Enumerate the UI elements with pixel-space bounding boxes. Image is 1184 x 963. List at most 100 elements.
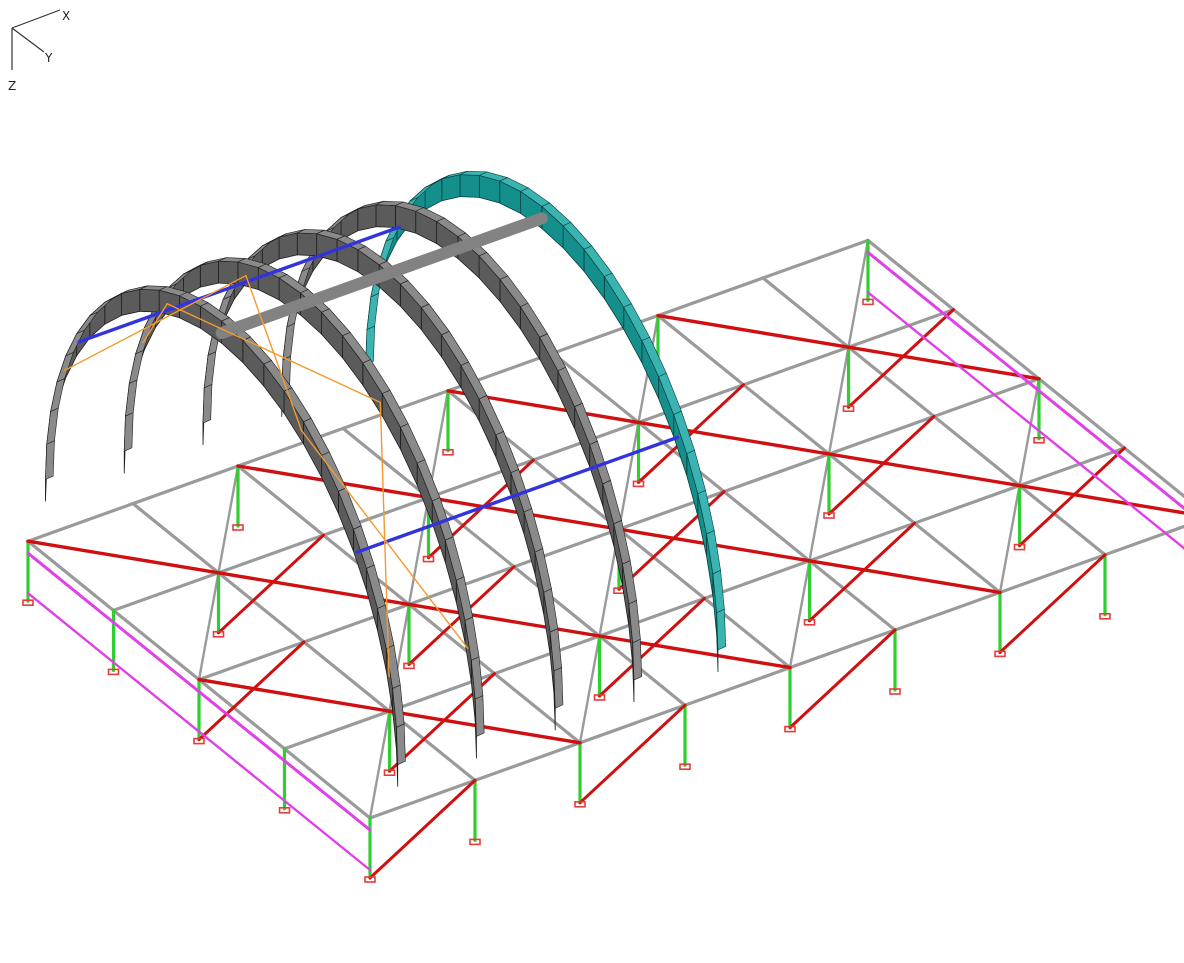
- support-pad-icon: [803, 618, 816, 626]
- truss-diagonal: [387, 709, 582, 745]
- vertical-posts: [26, 238, 1107, 880]
- support-pad-icon: [422, 555, 435, 563]
- grid-diagonal: [827, 346, 850, 456]
- roof-bracing: [63, 212, 680, 678]
- blue-tie: [234, 255, 318, 288]
- arch-face: [553, 666, 564, 709]
- longitudinal-beam: [451, 212, 548, 255]
- support-pad-icon: [823, 512, 835, 519]
- support-pad-icon: [784, 725, 796, 733]
- arch-face: [632, 638, 642, 681]
- edge-beam-back-low: [866, 291, 1184, 550]
- support-pad-icon: [22, 599, 34, 607]
- support-pad-icon: [383, 769, 396, 777]
- truss-diagonal: [1017, 483, 1184, 515]
- truss-diagonal: [827, 452, 1022, 488]
- y-axis-label: Y: [44, 51, 53, 65]
- x-axis-line: [11, 9, 61, 29]
- support-pad-icon: [679, 763, 691, 771]
- truss-brace: [998, 553, 1107, 654]
- truss-brace: [578, 703, 687, 805]
- y-axis-line: [11, 27, 45, 53]
- arch-face: [123, 412, 134, 452]
- support-pad-icon: [994, 650, 1006, 658]
- support-pad-icon: [1033, 436, 1045, 444]
- blue-tie: [513, 465, 596, 498]
- support-pad-icon: [107, 668, 120, 676]
- longitudinal-beam: [294, 270, 386, 311]
- blue-tie: [77, 311, 160, 344]
- arch-segment: [139, 288, 160, 313]
- bracing-cable: [166, 303, 382, 404]
- grid-diagonal: [788, 559, 811, 669]
- longitudinal-beam: [373, 242, 464, 283]
- arch-segment: [121, 288, 141, 316]
- highlighted-arch-segment: [441, 174, 461, 202]
- truss-brace: [197, 640, 306, 742]
- blue-tie: [313, 225, 402, 259]
- arch-face: [474, 695, 485, 737]
- grid-diagonal: [368, 710, 391, 820]
- arch-segment: [218, 260, 239, 285]
- truss-diagonal: [846, 345, 1041, 381]
- support-pad-icon: [862, 298, 874, 306]
- support-pad-icon: [1013, 543, 1026, 551]
- support-pad-icon: [574, 800, 586, 808]
- truss-brace: [368, 778, 477, 880]
- arch-segment: [375, 204, 396, 228]
- grid-diagonal: [217, 464, 240, 574]
- truss-brace: [808, 521, 916, 623]
- truss-brace: [217, 533, 325, 635]
- truss-brace: [637, 383, 745, 484]
- support-pad-icon: [403, 662, 415, 670]
- highlighted-arch-face: [365, 325, 376, 366]
- truss-diagonal: [26, 539, 221, 575]
- grid-diagonal: [1018, 377, 1041, 487]
- truss-diagonal: [197, 677, 392, 713]
- support-pad-icon: [232, 524, 244, 531]
- truss-diagonal: [656, 313, 851, 349]
- arch-face: [45, 440, 55, 481]
- arch-segment: [357, 204, 377, 232]
- edge-beam-front: [26, 551, 372, 832]
- truss-brace: [827, 414, 936, 516]
- edge-beam-front-low: [26, 592, 372, 872]
- support-pad-icon: [593, 694, 606, 701]
- arch-segment: [199, 260, 219, 288]
- truss-brace: [847, 308, 955, 409]
- highlighted-arch-face: [716, 608, 726, 651]
- support-pad-icon: [632, 480, 645, 488]
- arch-segment: [296, 232, 318, 257]
- support-pad-icon: [889, 688, 901, 695]
- highlighted-arch-segment: [459, 174, 480, 198]
- grid-diagonal: [998, 484, 1021, 594]
- axis-triad-icon: X Y Z: [8, 9, 70, 93]
- arch-face: [396, 723, 406, 766]
- blue-tie: [434, 493, 517, 526]
- support-pad-icon: [442, 448, 454, 456]
- truss-diagonal: [407, 602, 602, 638]
- truss-brace: [1018, 446, 1126, 548]
- support-pad-icon: [193, 737, 205, 745]
- edge-beams: [26, 250, 1184, 872]
- grid-diagonal: [197, 571, 220, 681]
- support-pad-icon: [364, 876, 376, 883]
- support-pad-icon: [278, 806, 291, 814]
- arch-segment: [278, 232, 298, 260]
- grid-diagonal: [578, 634, 601, 744]
- grid-diagonal: [808, 452, 831, 562]
- truss-brace: [788, 628, 897, 730]
- support-pads: [22, 298, 1111, 883]
- grid-diagonal: [617, 421, 640, 531]
- blue-tie: [156, 283, 239, 316]
- grid-diagonal: [407, 496, 430, 606]
- truss-brace: [598, 596, 706, 698]
- blue-tie: [591, 435, 680, 470]
- support-pad-icon: [212, 630, 225, 638]
- truss-diagonal: [807, 559, 1002, 595]
- bracing-cable: [300, 429, 469, 650]
- arch-ribs: [45, 170, 726, 787]
- grid-diagonal: [847, 239, 870, 349]
